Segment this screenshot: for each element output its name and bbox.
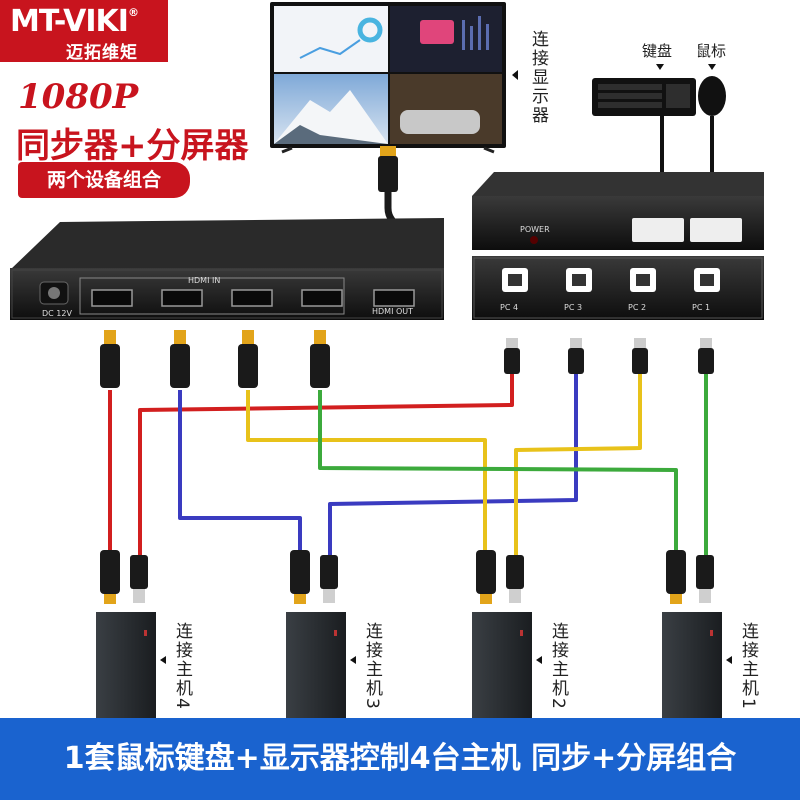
cables bbox=[108, 370, 708, 555]
power-label: POWER bbox=[520, 225, 550, 234]
resolution-spec: 1080P bbox=[18, 77, 139, 117]
host-4-label: 连接主机4 bbox=[172, 622, 192, 711]
host-3-label: 连接主机3 bbox=[362, 622, 382, 711]
hdmi-splitter: DC 12V HDMI IN HDMI OUT bbox=[10, 218, 444, 320]
host-2-label: 连接主机2 bbox=[548, 622, 568, 711]
product-title: 同步器+分屏器 bbox=[16, 126, 249, 166]
connection-diagram: DC 12V HDMI IN HDMI OUT POWER bbox=[10, 2, 764, 720]
pc-port-3: PC 3 bbox=[564, 303, 582, 312]
brand-logo: MT-VIKI® 迈拓维矩 bbox=[0, 0, 168, 63]
keyboard bbox=[592, 78, 696, 116]
keyboard-label: 键盘 bbox=[642, 42, 673, 60]
kvm-switch: POWER PC 4 PC 3 PC 2 PC 1 bbox=[472, 172, 764, 320]
mouse bbox=[698, 76, 726, 116]
connect-monitor-label: 连接显示器 bbox=[528, 30, 548, 125]
hdmi-in-label: HDMI IN bbox=[188, 276, 220, 285]
hdmi-out-label: HDMI OUT bbox=[372, 307, 413, 316]
top-usb-plugs bbox=[504, 338, 714, 374]
bottom-banner: 1套鼠标键盘+显示器控制4台主机 同步+分屏组合 bbox=[0, 718, 800, 800]
host-1-label: 连接主机1 bbox=[738, 622, 758, 711]
monitor bbox=[270, 2, 506, 154]
brand-name: MT-VIKI® bbox=[10, 4, 139, 39]
pc-towers bbox=[96, 612, 732, 720]
dc-label: DC 12V bbox=[42, 309, 72, 318]
combo-badge: 两个设备组合 bbox=[18, 162, 190, 198]
pc-port-2: PC 2 bbox=[628, 303, 646, 312]
top-hdmi-plugs bbox=[100, 330, 330, 388]
pc-port-1: PC 1 bbox=[692, 303, 710, 312]
pc-port-4: PC 4 bbox=[500, 303, 518, 312]
bottom-plugs bbox=[100, 550, 714, 604]
mouse-label: 鼠标 bbox=[696, 42, 727, 60]
brand-chinese-name: 迈拓维矩 bbox=[66, 43, 138, 63]
